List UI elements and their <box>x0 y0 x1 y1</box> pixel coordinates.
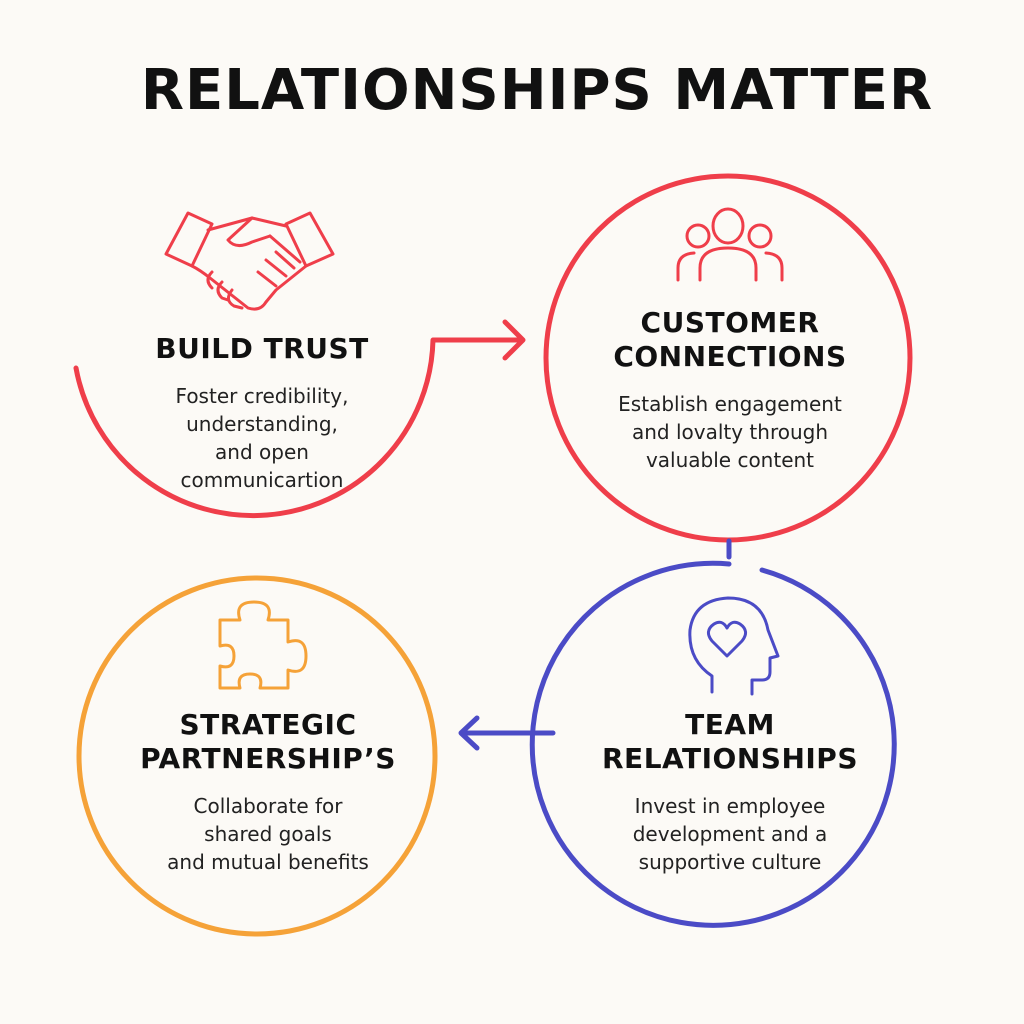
head-heart-icon <box>688 596 780 696</box>
puzzle-piece-icon <box>218 600 308 690</box>
description-line: valuable content <box>645 448 815 472</box>
page-title: RELATIONSHIPS MATTER <box>140 58 934 123</box>
strategic-partnerships-circle <box>76 575 438 937</box>
build-trust-description: Foster credibility, understanding, and o… <box>112 382 412 494</box>
description-line: Foster credibility, <box>175 384 349 408</box>
description-line: shared goals <box>204 822 332 846</box>
heading-line: TEAM <box>685 708 775 741</box>
heading-line: STRATEGIC <box>179 708 357 741</box>
description-line: development and a <box>632 822 828 846</box>
description-line: and open <box>215 440 309 464</box>
strategic-partnerships-heading: STRATEGIC PARTNERSHIP’S <box>108 708 428 776</box>
heading-line: CONNECTIONS <box>613 340 847 373</box>
team-relationships-description: Invest in employee development and a sup… <box>570 792 890 876</box>
team-relationships-arc <box>529 560 897 928</box>
people-group-icon <box>676 207 784 282</box>
arrow-right-icon <box>502 319 526 361</box>
customer-connections-description: Establish engagement and lovalty through… <box>565 390 895 474</box>
arrow-left-icon <box>458 715 480 751</box>
handshake-icon <box>164 211 335 311</box>
description-line: and mutual benefits <box>167 850 369 874</box>
description-line: understanding, <box>186 412 338 436</box>
customer-connections-heading: CUSTOMER CONNECTIONS <box>565 306 895 374</box>
team-relationships-section: TEAM RELATIONSHIPS Invest in employee de… <box>570 708 890 876</box>
description-line: supportive culture <box>638 850 822 874</box>
heading-line: PARTNERSHIP’S <box>140 742 396 775</box>
heading-line: RELATIONSHIPS <box>602 742 858 775</box>
description-line: Invest in employee <box>634 794 826 818</box>
team-relationships-heading: TEAM RELATIONSHIPS <box>570 708 890 776</box>
description-line: Collaborate for <box>193 794 343 818</box>
description-line: and lovalty through <box>631 420 829 444</box>
build-trust-section: BUILD TRUST Foster credibility, understa… <box>112 332 412 494</box>
strategic-partnerships-description: Collaborate for shared goals and mutual … <box>108 792 428 876</box>
description-line: Establish engagement <box>618 392 842 416</box>
build-trust-arc <box>73 337 523 519</box>
strategic-partnerships-section: STRATEGIC PARTNERSHIP’S Collaborate for … <box>108 708 428 876</box>
build-trust-heading: BUILD TRUST <box>155 332 369 365</box>
heading-line: CUSTOMER <box>640 306 820 339</box>
description-line: communicartion <box>180 468 344 492</box>
customer-connections-section: CUSTOMER CONNECTIONS Establish engagemen… <box>565 306 895 474</box>
